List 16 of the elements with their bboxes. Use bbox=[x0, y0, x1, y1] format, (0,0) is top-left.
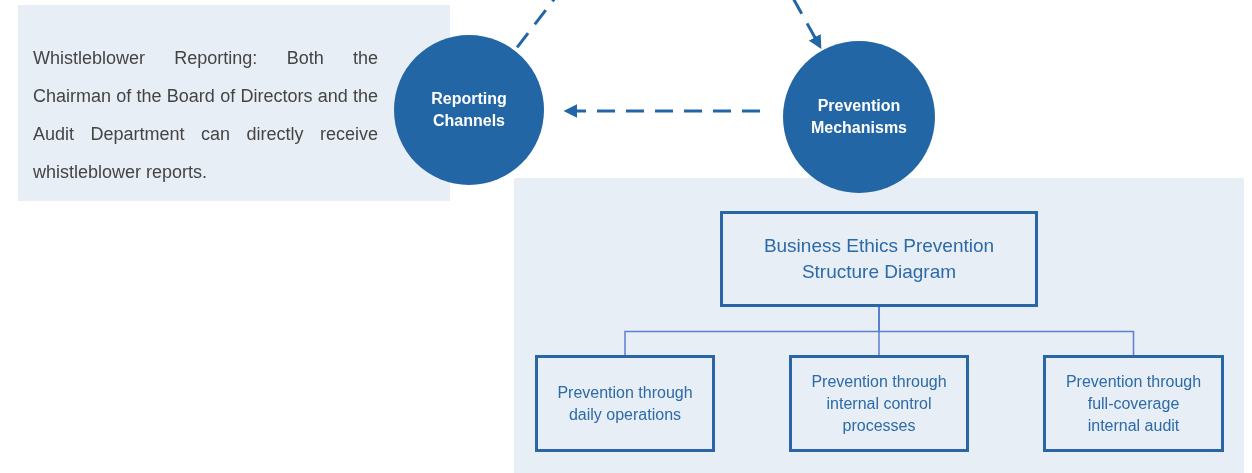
node-label: Prevention through daily operations bbox=[556, 382, 694, 425]
description-text: Whistleblower Reporting: Both the Chairman of the Board of Directors and the Audit Department can directly receive whistleblower reports. bbox=[33, 47, 378, 184]
node-label: Prevention through internal control processes bbox=[810, 371, 948, 436]
dashed-arrow bbox=[563, 104, 760, 118]
structure-box bbox=[720, 211, 1038, 307]
structure-box bbox=[789, 355, 969, 452]
background-panel bbox=[514, 178, 1244, 473]
structure-box bbox=[1043, 355, 1224, 452]
dashed-line bbox=[515, 0, 557, 49]
node-label: Business Ethics Prevention Structure Diagram bbox=[762, 234, 996, 284]
node-label: Prevention Mechanisms bbox=[809, 96, 908, 138]
dashed-arrow bbox=[791, 0, 822, 50]
node-label: Reporting Channels bbox=[430, 89, 508, 131]
node-label: Prevention through full-coverage internal audit bbox=[1064, 371, 1203, 436]
structure-box bbox=[535, 355, 715, 452]
connector-line bbox=[878, 306, 1135, 356]
